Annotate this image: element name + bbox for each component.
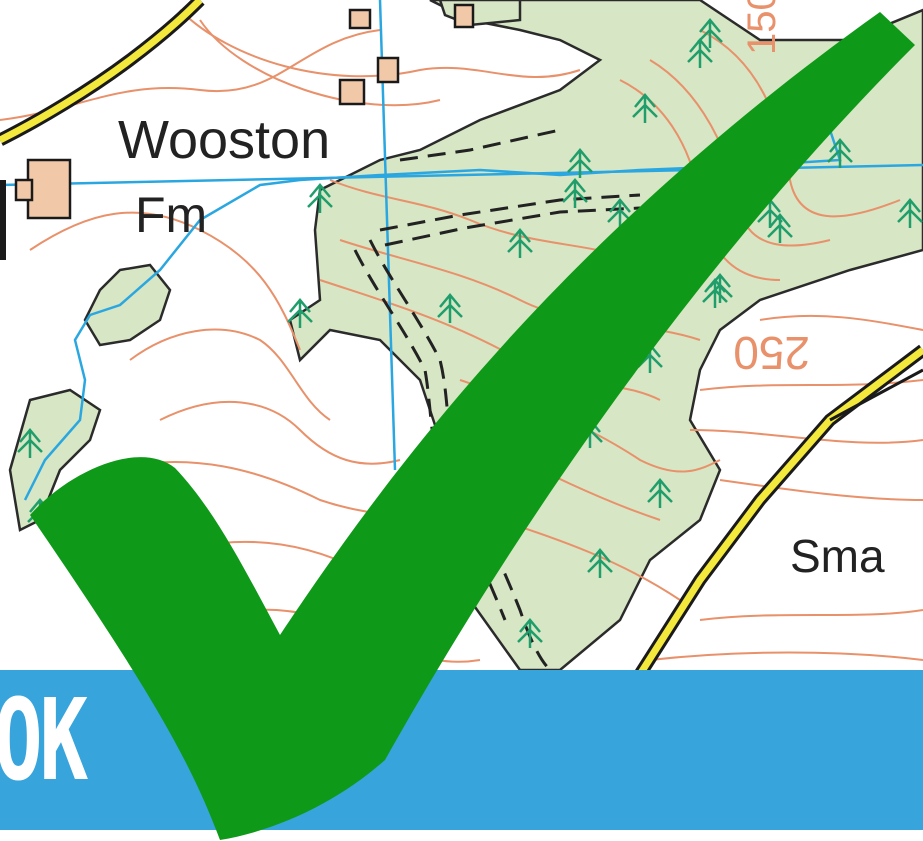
tree-symbol <box>632 93 658 123</box>
place-label-cut: Sma <box>790 530 885 582</box>
tree-symbol <box>437 293 463 323</box>
tree-symbol <box>897 198 923 228</box>
tree-symbol <box>307 183 333 213</box>
tree-symbol <box>507 228 533 258</box>
building-1 <box>338 78 366 106</box>
tree-symbol <box>517 618 543 648</box>
building-2 <box>376 56 400 84</box>
contour-label-150: 150 <box>740 0 784 55</box>
contour-label-250: 250 <box>733 327 810 379</box>
checkmark-shape <box>30 12 915 840</box>
woodland-small-2 <box>8 388 102 532</box>
tree-symbol <box>567 148 593 178</box>
buildings <box>14 3 475 220</box>
tree-symbol <box>587 548 613 578</box>
building-3 <box>348 8 372 30</box>
tree-symbol <box>767 213 793 243</box>
building-4 <box>453 3 475 29</box>
tree-symbol <box>827 138 853 168</box>
building-farm-annex <box>14 178 34 202</box>
tree-symbol <box>707 273 733 303</box>
tree-symbol <box>562 178 588 208</box>
banner-label: OK <box>0 676 88 806</box>
stream <box>23 99 842 501</box>
place-label-main: Wooston <box>118 110 330 170</box>
roads <box>0 0 923 694</box>
tree-symbol <box>697 18 723 48</box>
tree-symbol <box>17 428 43 458</box>
tree-symbol <box>287 298 313 328</box>
place-label-sub: Fm <box>135 187 207 243</box>
tree-symbol <box>647 478 673 508</box>
